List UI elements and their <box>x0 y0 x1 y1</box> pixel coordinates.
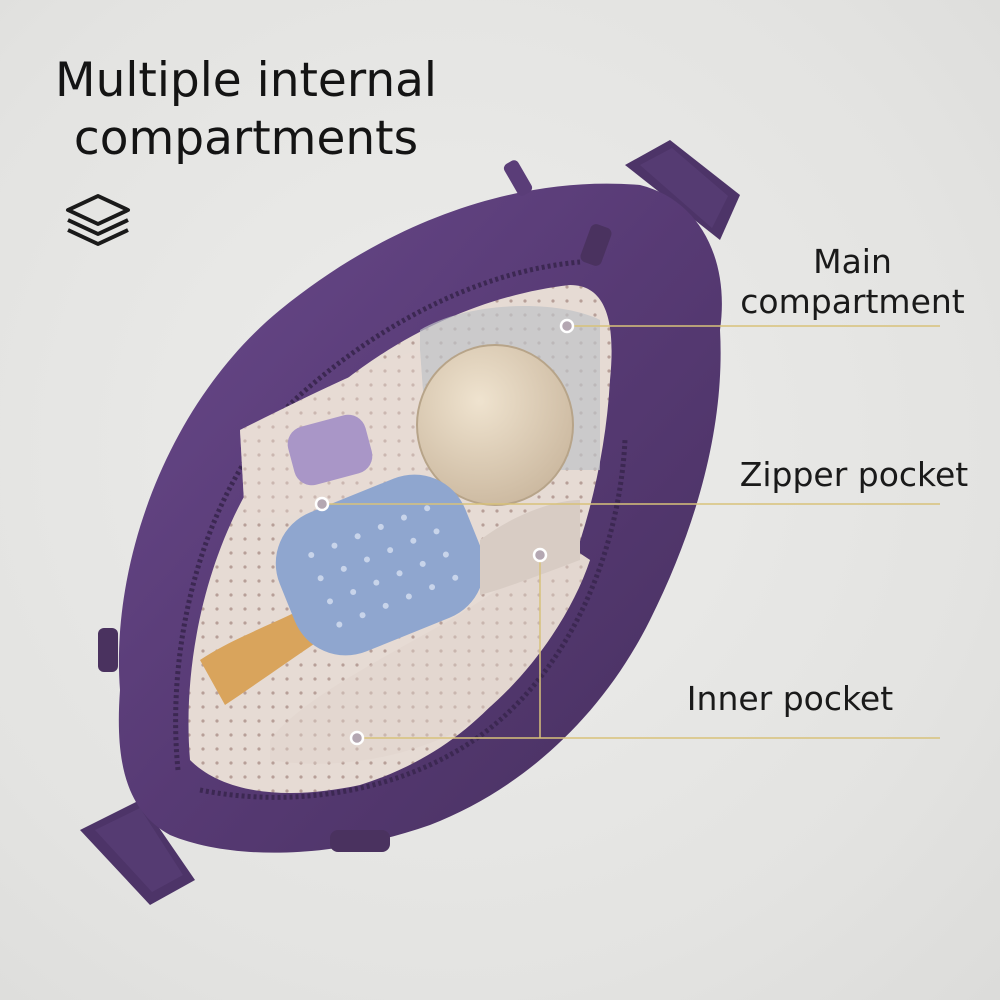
layers-icon <box>66 194 130 246</box>
callout-markers <box>314 318 575 746</box>
small-jar <box>287 414 373 486</box>
inner-pocket-label: Inner pocket <box>686 679 894 718</box>
top-strap <box>625 140 740 240</box>
main-compartment-label: Main compartment <box>740 242 965 321</box>
inner-pocket-marker-upper <box>532 547 548 563</box>
leader-lines <box>322 325 940 739</box>
headline-line-1: Multiple internal <box>55 53 437 108</box>
main-compartment-marker <box>559 318 575 334</box>
bottom-strap <box>80 800 195 905</box>
zipper-pocket-marker <box>314 496 330 512</box>
headline: Multiple internal compartments <box>36 52 456 168</box>
hairbrush <box>200 474 485 705</box>
zipper-pull-top <box>503 160 612 266</box>
inner-pocket-marker-lower <box>349 730 365 746</box>
zipper-pull-bottom <box>98 628 390 852</box>
zipper-pocket-label: Zipper pocket <box>739 455 969 494</box>
headline-line-2: compartments <box>73 111 419 166</box>
compact-mirror <box>417 345 573 505</box>
